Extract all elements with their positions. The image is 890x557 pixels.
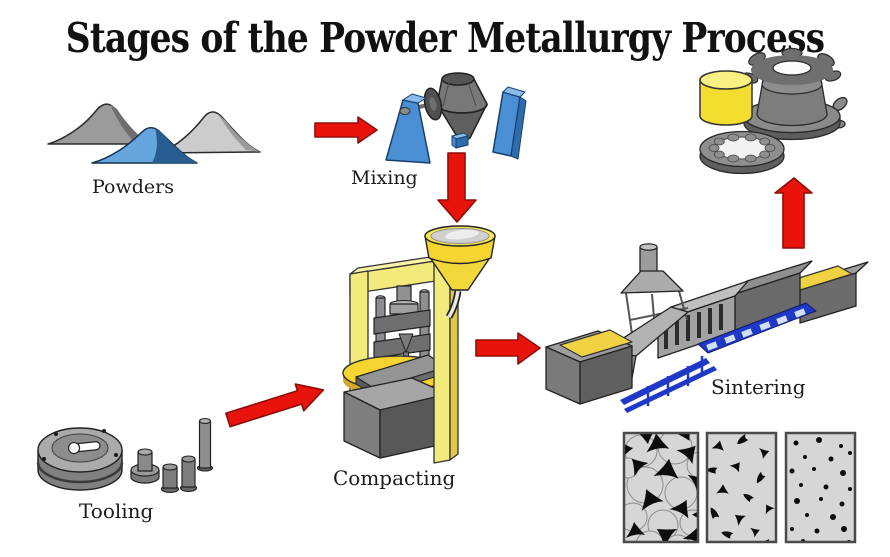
arrow-mixing-to-compacting [437,152,477,223]
microstructure-panel-mid [705,431,778,544]
arrow-sintering-to-parts [774,177,813,249]
hydraulic-press-icon [342,225,496,464]
stage-label-powders: Powders [92,176,174,198]
microstructure-panel-early [622,431,700,544]
stage-label-tooling: Tooling [79,499,154,523]
furnace-chimney [620,243,689,335]
arrow-powders-to-mixing [314,116,378,144]
core-rod-tall [196,417,214,472]
press-ram-assembly [373,285,431,379]
double-cone-mixer-icon [385,72,527,164]
flanged-hub-part [738,47,848,141]
gear-ring-part [699,130,785,175]
finished-parts-icon [699,47,848,175]
powder-piles-icon [47,103,261,164]
arrow-tooling-to-compacting [225,383,325,428]
die-cavity [67,441,101,455]
die-and-punches-icon [36,417,214,494]
powder-funnel-icon [424,225,496,319]
arrow-compacting-to-sintering [475,332,541,365]
mixer-flywheel [423,87,443,121]
stage-label-mixing: Mixing [351,167,418,189]
entry-belt [559,329,633,358]
page-title: Stages of the Powder Metallurgy Process [65,14,825,62]
die-part [36,427,124,491]
conveyor-furnace-icon [545,243,869,413]
core-rod-medium [179,455,198,493]
stage-label-compacting: Compacting [333,466,456,490]
microstructure-panel-final [784,431,857,544]
yellow-bushing-part [699,70,753,126]
press-base [343,377,449,459]
core-rod-short [160,463,180,494]
sintering-microstructure-panels-icon [622,431,857,544]
press-frame-right-post [433,258,451,464]
punch-with-base [130,448,160,484]
double-cone-vessel [436,72,488,141]
conveyor-rail [620,302,817,413]
stage-label-sintering: Sintering [711,375,806,399]
